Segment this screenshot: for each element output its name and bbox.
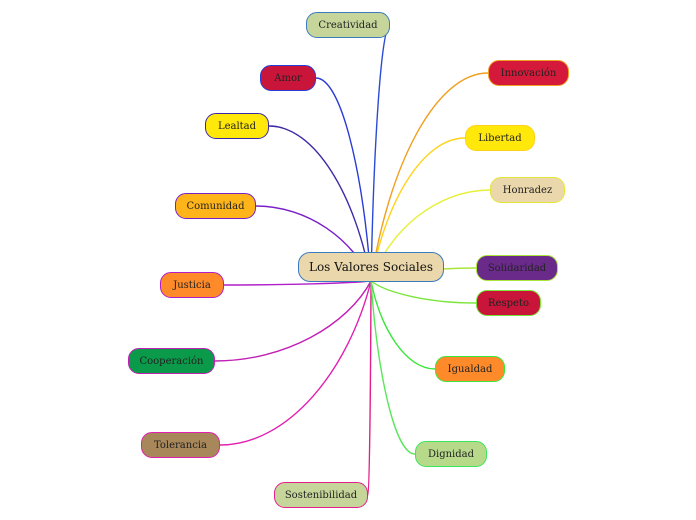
node-label: Libertad bbox=[478, 132, 522, 144]
node-cooperacion[interactable]: Cooperación bbox=[128, 348, 215, 374]
node-label: Honradez bbox=[502, 184, 553, 196]
node-label: Lealtad bbox=[217, 120, 257, 132]
node-amor[interactable]: Amor bbox=[260, 65, 316, 91]
node-label: Igualdad bbox=[447, 363, 493, 375]
connector-amor bbox=[315, 77, 372, 282]
node-comunidad[interactable]: Comunidad bbox=[175, 193, 256, 219]
node-label: Solidaridad bbox=[487, 262, 547, 274]
central-topic-label: Los Valores Sociales bbox=[308, 260, 433, 274]
node-creatividad[interactable]: Creatividad bbox=[306, 12, 390, 38]
node-tolerancia[interactable]: Tolerancia bbox=[141, 432, 220, 458]
node-dignidad[interactable]: Dignidad bbox=[415, 441, 487, 467]
node-innovacion[interactable]: Innovación bbox=[488, 60, 569, 86]
connector-igualdad bbox=[370, 280, 436, 370]
node-igualdad[interactable]: Igualdad bbox=[435, 356, 505, 382]
central-topic-node[interactable]: Los Valores Sociales bbox=[298, 252, 444, 282]
node-label: Respeto bbox=[488, 297, 529, 309]
node-lealtad[interactable]: Lealtad bbox=[205, 113, 269, 139]
node-label: Innovación bbox=[500, 67, 557, 79]
node-label: Cooperación bbox=[139, 355, 204, 367]
node-label: Justicia bbox=[173, 279, 211, 291]
node-label: Tolerancia bbox=[154, 439, 207, 451]
node-solidaridad[interactable]: Solidaridad bbox=[476, 255, 558, 281]
connector-respeto bbox=[370, 280, 477, 304]
node-label: Dignidad bbox=[427, 448, 475, 460]
node-label: Creatividad bbox=[318, 19, 378, 31]
connector-innovacion bbox=[370, 72, 489, 282]
node-libertad[interactable]: Libertad bbox=[465, 125, 535, 151]
connector-cooperacion bbox=[214, 280, 372, 362]
node-sostenibilidad[interactable]: Sostenibilidad bbox=[274, 482, 368, 508]
connector-tolerancia bbox=[219, 280, 372, 446]
connector-dignidad bbox=[370, 280, 416, 455]
node-label: Amor bbox=[274, 72, 302, 84]
node-label: Comunidad bbox=[186, 200, 245, 212]
node-label: Sostenibilidad bbox=[284, 489, 358, 501]
node-respeto[interactable]: Respeto bbox=[476, 290, 541, 316]
connector-lealtad bbox=[268, 125, 372, 282]
connector-sostenibilidad bbox=[367, 280, 372, 496]
node-justicia[interactable]: Justicia bbox=[160, 272, 224, 298]
node-honradez[interactable]: Honradez bbox=[490, 177, 565, 203]
